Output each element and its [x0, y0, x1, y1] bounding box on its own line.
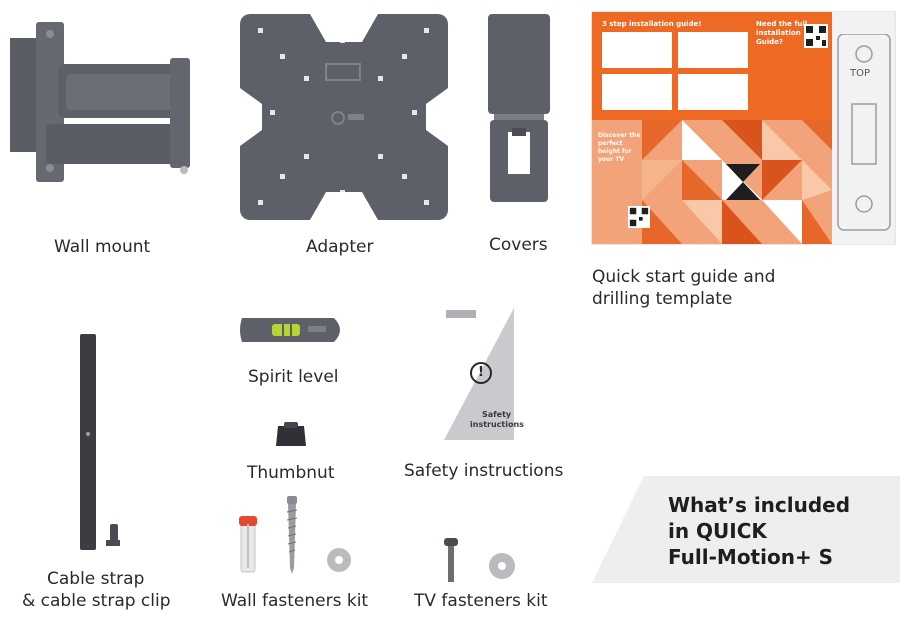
- guide-pattern-panel: [592, 120, 832, 244]
- adapter-item: Adapter: [230, 0, 460, 260]
- tv-fasteners-label: TV fasteners kit: [414, 591, 548, 611]
- safety-card-text-line2: instructions: [470, 420, 524, 429]
- adapter-plate-image: [240, 14, 448, 220]
- qr-code-icon-2: [628, 206, 650, 228]
- banner-title: What’s included in QUICK Full-Motion+ S: [668, 492, 850, 570]
- thumbnut-label: Thumbnut: [247, 463, 335, 483]
- covers-item: Covers: [470, 0, 570, 260]
- guide-mid-text: Discover the perfect height for your TV: [598, 132, 641, 163]
- covers-label: Covers: [489, 235, 548, 255]
- covers-image: [488, 14, 550, 202]
- wall-mount-image: [10, 22, 190, 182]
- quick-start-guide-image: TOP 3 step installation guide! Need the …: [592, 12, 895, 244]
- wall-fasteners-item: Wall fasteners kit: [215, 490, 375, 620]
- guide-side-heading: Need the full installation Guide?: [756, 20, 808, 46]
- drilling-template-image: [837, 34, 891, 231]
- wall-mount-label: Wall mount: [54, 237, 151, 257]
- cable-strap-label-line1: Cable strap: [47, 569, 145, 589]
- guide-step-images: [602, 32, 748, 110]
- quick-start-label-line1: Quick start guide and: [592, 267, 776, 287]
- cable-strap-image: [80, 334, 120, 550]
- spirit-level-label: Spirit level: [248, 367, 339, 387]
- spirit-level-image: [240, 318, 340, 342]
- thumbnut-image: [276, 422, 306, 446]
- wall-fasteners-label: Wall fasteners kit: [221, 591, 369, 611]
- tv-fasteners-item: TV fasteners kit: [400, 520, 560, 620]
- spirit-level-item: Spirit level: [220, 300, 370, 390]
- safety-card-text-line1: Safety: [482, 410, 512, 419]
- wall-fasteners-image: [239, 496, 351, 574]
- banner-line-2: in QUICK: [668, 519, 767, 543]
- banner-background: [592, 476, 900, 583]
- whats-included-banner: What’s included in QUICK Full-Motion+ S: [592, 476, 900, 583]
- guide-heading: 3 step installation guide!: [602, 20, 702, 28]
- qr-code-icon: [804, 24, 828, 48]
- wall-mount-item: Wall mount: [0, 0, 200, 260]
- adapter-label: Adapter: [306, 237, 374, 257]
- banner-line-3: Full-Motion+ S: [668, 545, 834, 569]
- cable-strap-label-line2: & cable strap clip: [22, 591, 171, 611]
- thumbnut-item: Thumbnut: [230, 410, 360, 490]
- cable-strap-item: Cable strap & cable strap clip: [0, 320, 200, 620]
- safety-instructions-label: Safety instructions: [404, 461, 564, 481]
- guide-top-marker: TOP: [850, 68, 871, 79]
- safety-instructions-item: ! Safety instructions Safety instruction…: [400, 300, 570, 490]
- guide-triangle-pattern: [642, 120, 832, 244]
- tv-fasteners-image: [444, 538, 515, 582]
- safety-card-mark: !: [470, 362, 492, 384]
- quick-start-label-line2: drilling template: [592, 289, 733, 309]
- drilling-template-panel: TOP: [832, 12, 895, 244]
- banner-line-1: What’s included: [668, 493, 851, 517]
